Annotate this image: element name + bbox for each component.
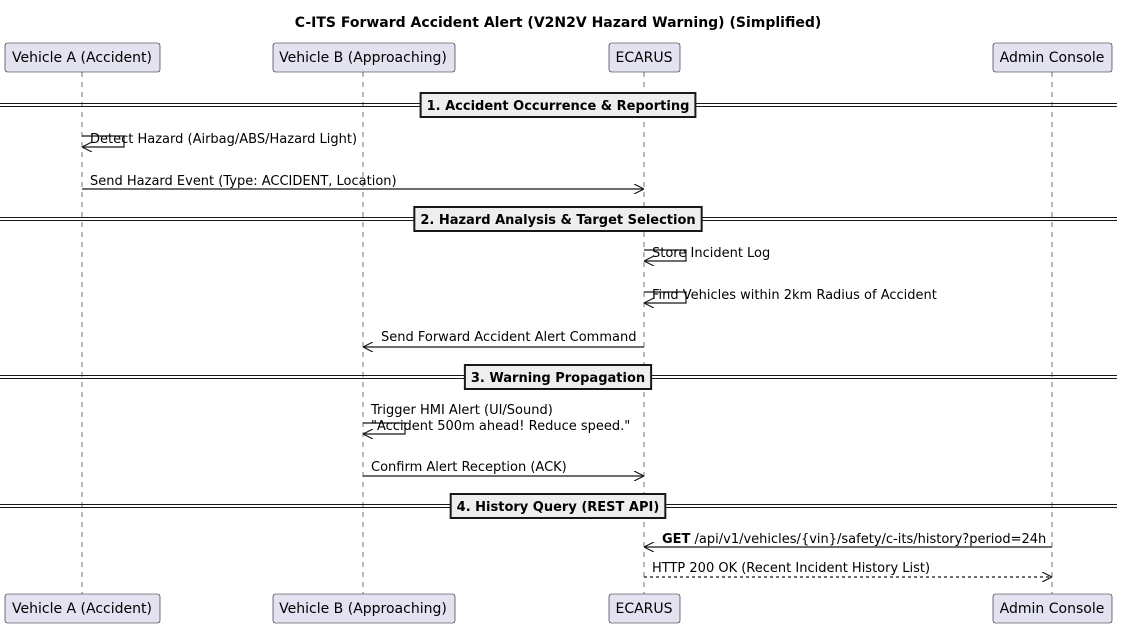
message-label: Send Forward Accident Alert Command: [381, 330, 636, 345]
message-1: Detect Hazard (Airbag/ABS/Hazard Light): [82, 132, 357, 147]
section-divider: 3. Warning Propagation: [0, 364, 1117, 390]
message-text: Send Hazard Event (Type: ACCIDENT, Locat…: [90, 174, 397, 189]
message-text: Store Incident Log: [652, 246, 770, 261]
section-box: [449, 493, 667, 519]
section-label: 3. Warning Propagation: [471, 371, 645, 386]
message-4: Find Vehicles within 2km Radius of Accid…: [644, 288, 937, 303]
self-message-arrow: [644, 291, 687, 303]
message-text: Send Forward Accident Alert Command: [381, 330, 636, 345]
message-7: Confirm Alert Reception (ACK): [363, 460, 643, 476]
section-box: [463, 364, 653, 390]
message-text: Detect Hazard (Airbag/ABS/Hazard Light): [90, 132, 357, 147]
participant-label: Vehicle A (Accident): [12, 601, 152, 617]
message-text: Trigger HMI Alert (UI/Sound): [370, 403, 553, 418]
participant-label: Vehicle B (Approaching): [279, 50, 447, 66]
participant-label: ECARUS: [615, 50, 672, 66]
participant-box: [272, 42, 456, 73]
participant-box: [4, 42, 161, 73]
participants-bottom: Vehicle A (Accident) Vehicle B (Approachi…: [4, 593, 1113, 624]
participant-b-top: Vehicle B (Approaching): [272, 42, 456, 73]
participant-label: Admin Console: [1000, 50, 1105, 66]
participant-a-bottom: Vehicle A (Accident): [4, 593, 161, 624]
section-box: [419, 92, 697, 118]
section-label: 1. Accident Occurrence & Reporting: [427, 99, 690, 114]
message-text: Confirm Alert Reception (ACK): [371, 460, 567, 475]
message-label: Detect Hazard (Airbag/ABS/Hazard Light): [90, 132, 357, 147]
participant-box: [608, 42, 681, 73]
participant-box: [272, 593, 456, 624]
participant-box: [608, 593, 681, 624]
participant-b-bottom: Vehicle B (Approaching): [272, 593, 456, 624]
message-6: Trigger HMI Alert (UI/Sound)"Accident 50…: [363, 403, 630, 434]
participant-box: [992, 593, 1113, 624]
message-text: Find Vehicles within 2km Radius of Accid…: [652, 288, 937, 303]
message-label: HTTP 200 OK (Recent Incident History Lis…: [652, 561, 930, 576]
participant-label: Admin Console: [1000, 601, 1105, 617]
message-label: Trigger HMI Alert (UI/Sound)"Accident 50…: [370, 403, 630, 434]
section-box: [413, 206, 703, 232]
participant-c-bottom: Admin Console: [992, 593, 1113, 624]
participant-label: ECARUS: [615, 601, 672, 617]
participant-e-bottom: ECARUS: [608, 593, 681, 624]
message-label: Store Incident Log: [652, 246, 770, 261]
message-text: "Accident 500m ahead! Reduce speed.": [371, 419, 630, 434]
section-label: 2. Hazard Analysis & Target Selection: [420, 213, 695, 228]
participant-a-top: Vehicle A (Accident): [4, 42, 161, 73]
section-divider: 4. History Query (REST API): [0, 493, 1117, 519]
sections: 1. Accident Occurrence & Reporting 2. Haz…: [0, 92, 1117, 519]
section-label: 4. History Query (REST API): [457, 500, 660, 515]
message-label: GET /api/v1/vehicles/{vin}/safety/c-its/…: [662, 532, 1046, 547]
participant-box: [4, 593, 161, 624]
participant-e-top: ECARUS: [608, 42, 681, 73]
section-divider: 2. Hazard Analysis & Target Selection: [0, 206, 1117, 232]
message-label: Find Vehicles within 2km Radius of Accid…: [652, 288, 937, 303]
message-3: Store Incident Log: [644, 246, 770, 261]
message-text: /api/v1/vehicles/{vin}/safety/c-its/hist…: [690, 532, 1046, 547]
message-5: Send Forward Accident Alert Command: [364, 330, 644, 347]
participant-box: [992, 42, 1113, 73]
participants-top: Vehicle A (Accident) Vehicle B (Approachi…: [4, 42, 1113, 73]
self-message-arrow: [363, 422, 406, 434]
participant-c-top: Admin Console: [992, 42, 1113, 73]
self-message-arrow: [82, 135, 125, 147]
message-2: Send Hazard Event (Type: ACCIDENT, Locat…: [82, 174, 643, 189]
diagram-title: C-ITS Forward Accident Alert (V2N2V Haza…: [295, 15, 822, 31]
message-9: HTTP 200 OK (Recent Incident History Lis…: [644, 561, 1051, 577]
http-method: GET: [662, 532, 691, 547]
message-label: Send Hazard Event (Type: ACCIDENT, Locat…: [90, 174, 397, 189]
message-8: GET /api/v1/vehicles/{vin}/safety/c-its/…: [645, 532, 1052, 547]
message-text: HTTP 200 OK (Recent Incident History Lis…: [652, 561, 930, 576]
messages: Detect Hazard (Airbag/ABS/Hazard Light) S…: [82, 132, 1052, 577]
participant-label: Vehicle B (Approaching): [279, 601, 447, 617]
section-divider: 1. Accident Occurrence & Reporting: [0, 92, 1117, 118]
self-message-arrow: [644, 249, 687, 261]
participant-label: Vehicle A (Accident): [12, 50, 152, 66]
message-label: Confirm Alert Reception (ACK): [371, 460, 567, 475]
